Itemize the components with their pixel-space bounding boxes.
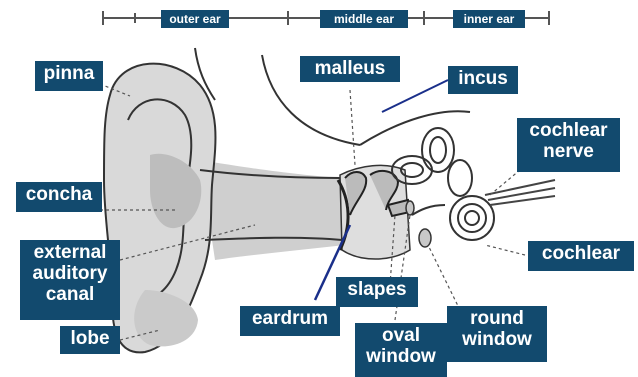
label-incus: incus bbox=[448, 66, 518, 94]
label-slapes: slapes bbox=[336, 277, 418, 307]
head-skin bbox=[200, 160, 345, 260]
cochlear-nerve-shape bbox=[485, 180, 555, 205]
incus-pointer bbox=[382, 80, 448, 112]
label-eardrum: eardrum bbox=[240, 306, 340, 336]
label-oval-window: oval window bbox=[355, 323, 447, 377]
skull-line-right bbox=[360, 111, 470, 145]
round-window-shape bbox=[419, 229, 431, 247]
label-round-window: round window bbox=[447, 306, 547, 362]
label-malleus: malleus bbox=[300, 56, 400, 82]
label-concha: concha bbox=[16, 182, 102, 212]
section-inner-ear: inner ear bbox=[453, 10, 525, 28]
section-middle-ear: middle ear bbox=[320, 10, 408, 28]
oval-window-shape bbox=[406, 201, 414, 215]
label-external-auditory-canal: external auditory canal bbox=[20, 240, 120, 320]
label-pinna: pinna bbox=[35, 61, 103, 91]
section-outer-ear: outer ear bbox=[161, 10, 229, 28]
label-lobe: lobe bbox=[60, 326, 120, 354]
label-cochlear: cochlear bbox=[528, 241, 634, 271]
label-cochlear-nerve: cochlear nerve bbox=[517, 118, 620, 172]
